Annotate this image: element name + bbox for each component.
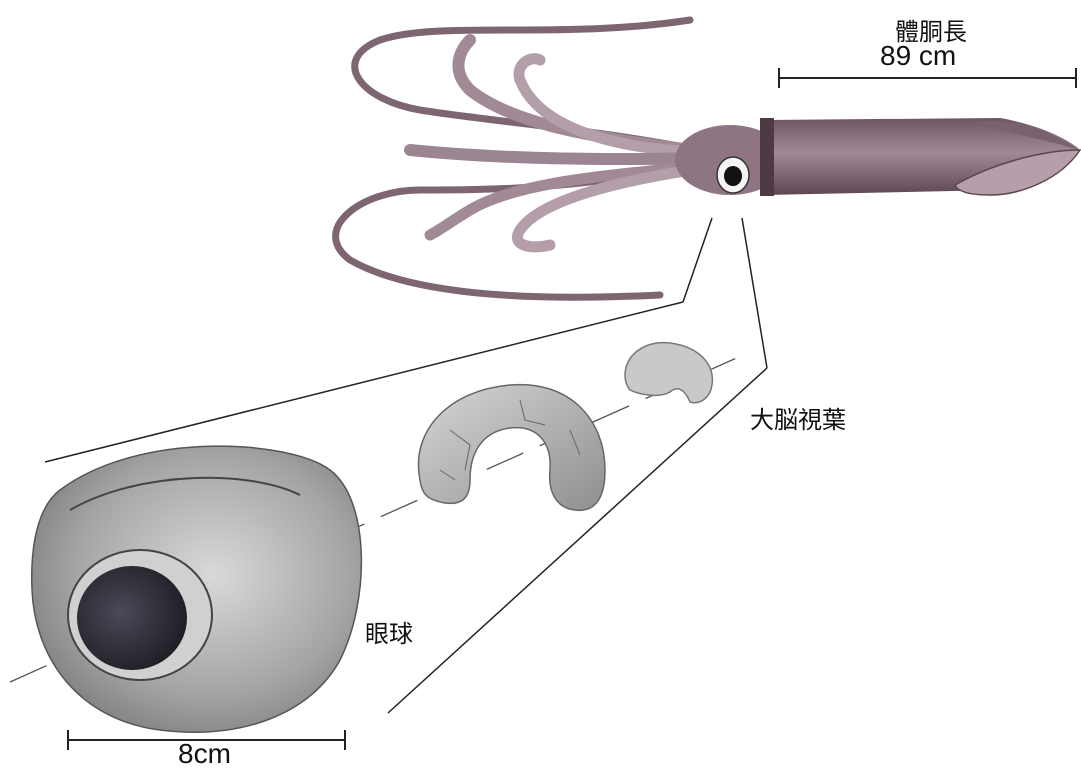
arm <box>519 59 705 152</box>
eye-size-value: 8cm <box>178 738 231 770</box>
squid-eye-pupil <box>724 166 742 186</box>
mantle-collar <box>760 118 774 196</box>
small-brain-illustration <box>625 343 712 403</box>
mantle-length-value: 89 cm <box>880 40 956 72</box>
optic-lobe-illustration <box>418 385 605 511</box>
optic-lobe-label: 大脳視葉 <box>750 400 846 435</box>
eyeball-illustration <box>32 446 362 732</box>
eyeball-label: 眼球 <box>365 614 413 649</box>
squid-illustration <box>336 20 1080 297</box>
eyeball-pupil <box>77 566 187 670</box>
